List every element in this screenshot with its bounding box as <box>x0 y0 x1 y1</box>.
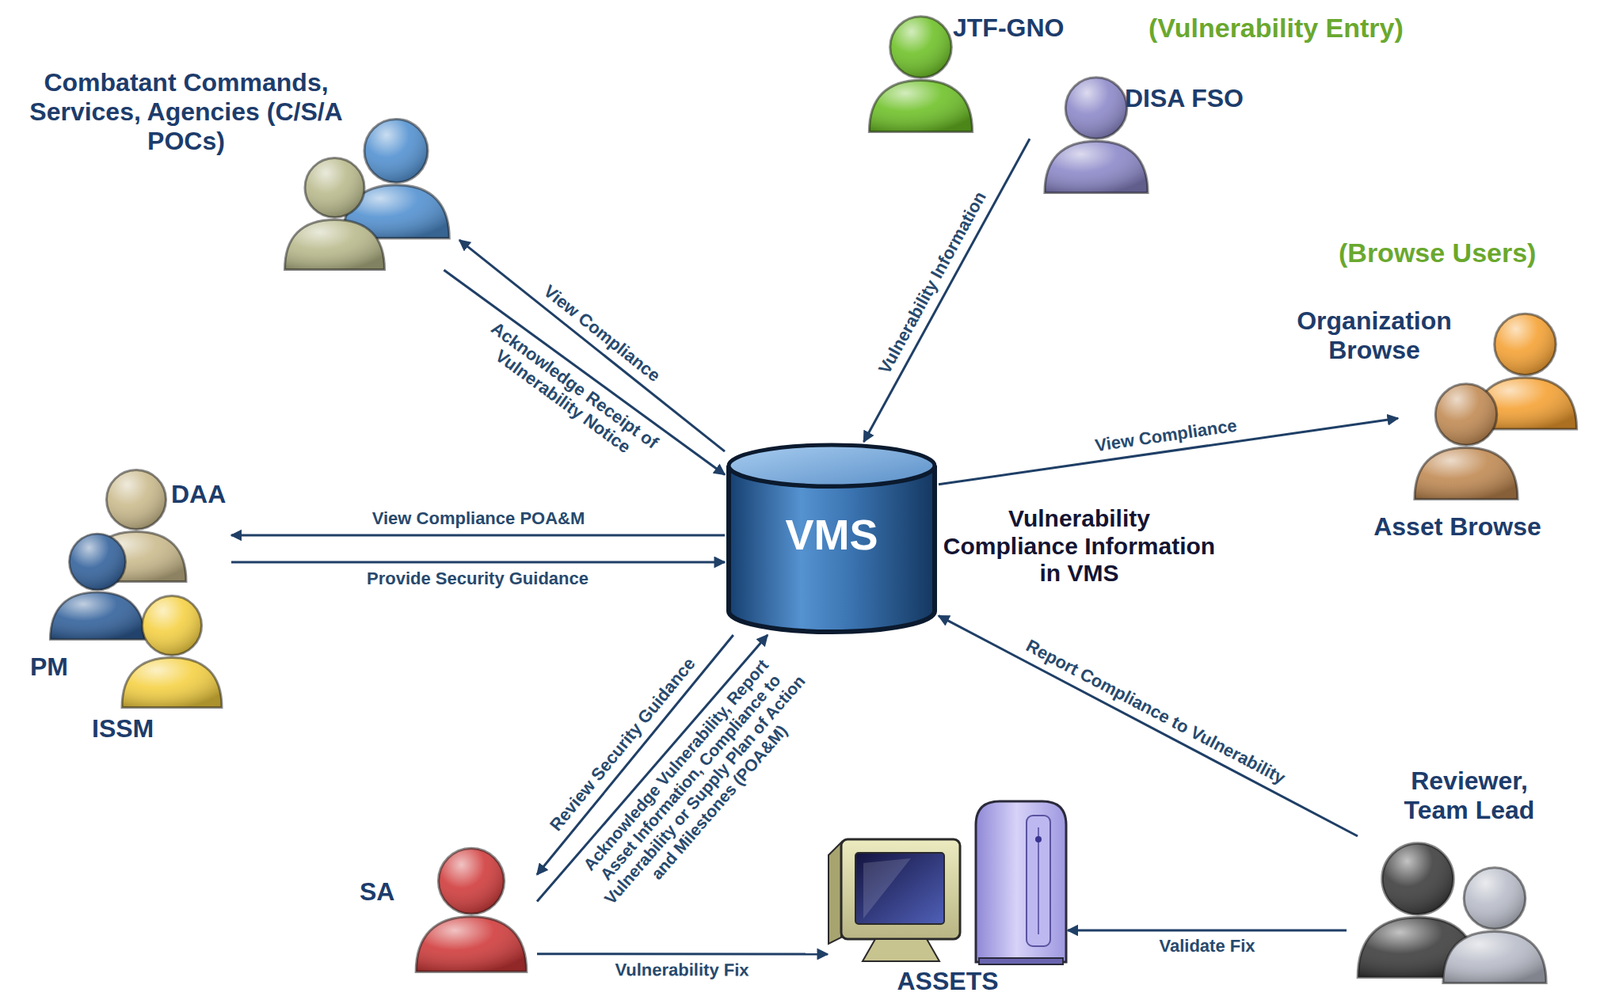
person-icon <box>415 848 526 972</box>
node-sublabel: PM <box>30 652 94 682</box>
computer-icon <box>828 839 960 962</box>
group-heading: (Vulnerability Entry) <box>1148 12 1404 44</box>
edge-label: Acknowledge Vulnerability, Report Asset … <box>563 636 833 932</box>
edge-label: Vulnerability Fix <box>612 960 753 981</box>
person-icon: JTF-GNO <box>851 10 991 134</box>
node-sublabel: Asset Browse <box>1350 512 1565 542</box>
node-label: Organization Browse <box>1271 306 1478 366</box>
node-label: Reviewer, Team Lead <box>1386 766 1553 826</box>
person-group: Combatant Commands, Services, Agencies (… <box>265 112 460 271</box>
flow-arrow <box>864 138 1031 442</box>
flow-arrow <box>938 616 1358 837</box>
node-label: ASSETS <box>827 968 1068 996</box>
person-icon: SA <box>405 841 538 976</box>
person-icon: DISA FSO <box>1029 71 1163 195</box>
edge-label: Vulnerability Information <box>872 185 992 381</box>
node-label: SA <box>359 877 408 907</box>
node-label: DAA <box>171 480 259 510</box>
person-group <box>285 119 450 271</box>
person-group <box>1414 313 1578 500</box>
edge-label: View Compliance <box>1090 415 1242 457</box>
edge-label: Acknowledge Receipt of Vulnerability Not… <box>452 300 686 487</box>
node-label: JTF-GNO <box>952 13 1104 43</box>
edge-label: Report Compliance to Vulnerability <box>1020 633 1292 790</box>
database-cylinder: VMSVulnerability Compliance Information … <box>724 441 939 636</box>
node-sublabel: Vulnerability Compliance Information in … <box>942 505 1216 588</box>
node-label: Combatant Commands, Services, Agencies (… <box>7 68 365 156</box>
person-group: Organization BrowseAsset Browse <box>1398 304 1593 501</box>
edge-label: Provide Security Guidance <box>363 568 592 589</box>
cylinder-top <box>728 445 935 487</box>
edge-label: Validate Fix <box>1155 937 1258 957</box>
person-group <box>1357 843 1547 983</box>
node-sublabel: ISSM <box>91 714 187 744</box>
server-icon <box>975 801 1067 965</box>
node-label: DISA FSO <box>1124 83 1284 114</box>
person-group: Reviewer, Team Lead <box>1346 836 1569 986</box>
flow-arrow <box>443 270 725 475</box>
group-heading: (Browse Users) <box>1338 237 1536 269</box>
flow-arrow <box>231 533 725 537</box>
asset-group: ASSETS <box>827 796 1068 971</box>
flow-arrow <box>537 952 828 956</box>
person-group: DAAPMISSM <box>41 464 232 717</box>
node-label: VMS <box>724 510 939 560</box>
flow-arrow <box>1067 929 1347 932</box>
flow-arrow <box>231 560 725 564</box>
edge-label: View Compliance POA&M <box>368 509 588 530</box>
